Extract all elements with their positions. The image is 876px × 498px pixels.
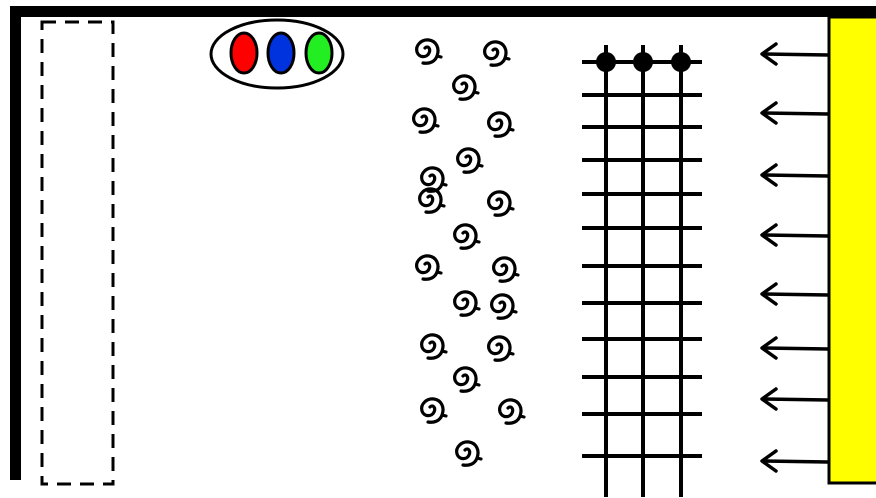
swirl-icon	[417, 40, 441, 63]
swirl-icon	[422, 399, 446, 422]
arrow-left-icon	[762, 451, 828, 471]
blue-indicator	[268, 33, 294, 73]
arrow-left-icon	[762, 225, 828, 245]
arrow-left-icon	[762, 338, 828, 358]
swirl-icon	[417, 256, 441, 279]
swirl-icon	[492, 295, 516, 318]
swirl-icon	[500, 400, 524, 423]
swirl-icon	[485, 42, 509, 65]
arrow-left-icon	[762, 44, 828, 64]
yellow-panel	[829, 17, 876, 483]
arrow-left-icon	[762, 165, 828, 185]
swirl-cluster	[414, 40, 524, 465]
arrow-left-icon	[762, 103, 828, 123]
grid-node	[671, 52, 691, 72]
grid-lattice	[582, 45, 702, 497]
arrow-left-icon	[762, 389, 828, 409]
swirl-icon	[494, 258, 518, 281]
swirl-icon	[457, 442, 481, 465]
swirl-icon	[455, 225, 479, 248]
frame-top-border	[10, 6, 876, 17]
swirl-icon	[414, 109, 438, 132]
indicator-capsule	[211, 20, 343, 88]
swirl-icon	[489, 192, 513, 215]
swirl-icon	[455, 368, 479, 391]
swirl-icon	[489, 337, 513, 360]
red-indicator	[231, 33, 257, 73]
arrow-left-icon	[762, 284, 828, 304]
grid-node	[633, 52, 653, 72]
arrow-column	[762, 44, 828, 471]
swirl-icon	[454, 76, 478, 99]
swirl-icon	[489, 113, 513, 136]
green-indicator	[306, 33, 332, 73]
swirl-icon	[422, 335, 446, 358]
swirl-icon	[455, 292, 479, 315]
grid-node	[596, 52, 616, 72]
dashed-zone	[42, 22, 113, 484]
frame-left-border	[10, 6, 21, 480]
swirl-icon	[458, 149, 482, 172]
